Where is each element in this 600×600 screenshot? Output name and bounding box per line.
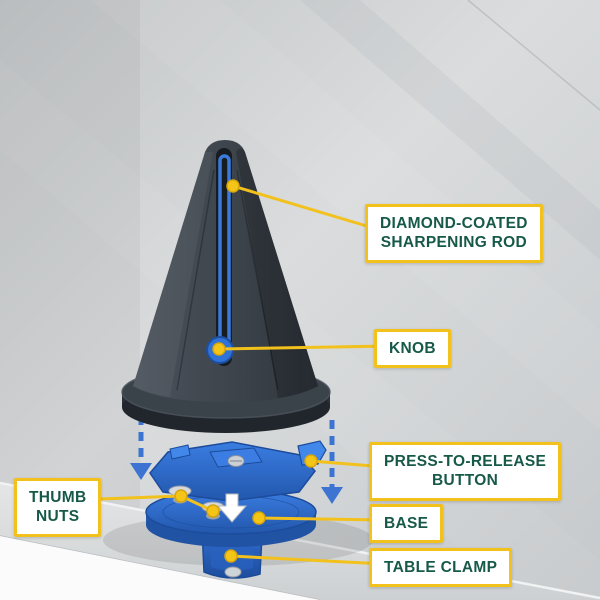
leader-dots bbox=[174, 179, 318, 563]
dot-base bbox=[252, 511, 266, 525]
exploded-view-arrows bbox=[130, 416, 343, 504]
sharpener-body bbox=[133, 140, 318, 402]
callout-sharpening-rod: DIAMOND-COATED SHARPENING ROD bbox=[365, 204, 543, 263]
dot-thumb-nut-1 bbox=[174, 489, 188, 503]
dot-sharpening-rod bbox=[226, 179, 240, 193]
white-down-arrow bbox=[216, 493, 248, 523]
callout-thumb-nuts: THUMB NUTS bbox=[14, 478, 102, 537]
callout-table-clamp: TABLE CLAMP bbox=[369, 548, 513, 588]
dot-release-button bbox=[304, 454, 318, 468]
dot-knob bbox=[212, 342, 226, 356]
callout-knob: KNOB bbox=[374, 329, 451, 369]
dot-thumb-nut-2 bbox=[206, 504, 220, 518]
dot-table-clamp bbox=[224, 549, 238, 563]
callout-release-button: PRESS-TO-RELEASE BUTTON bbox=[369, 442, 562, 501]
callout-base: BASE bbox=[369, 504, 444, 544]
